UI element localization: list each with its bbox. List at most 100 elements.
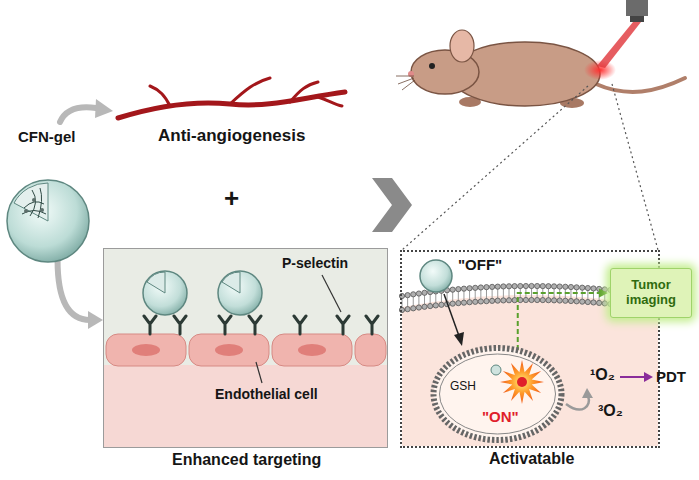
hydrogel-sphere: CFN-gel [3,128,91,268]
lipid-tail [486,289,487,299]
mouse-ear [450,30,474,62]
lipid-head [411,292,416,297]
lipid-tail [424,295,425,305]
endosome-shape [430,344,565,444]
oxygen-label: ¹O₂ [590,366,615,384]
lipid-head [456,287,461,292]
blood-vessel [118,92,345,118]
lipid-head [580,299,585,304]
lipid-head [568,298,573,303]
lipid-head [540,284,545,289]
nanoparticle [143,271,187,315]
lipid-head [478,299,483,304]
lipid-head [529,283,534,288]
lipid-head [467,300,472,305]
arrow-head [644,372,653,382]
pdt-arrow [620,376,645,378]
lipid-head [512,284,517,289]
endosome: GSH "ON" [430,344,565,444]
connector [58,260,103,329]
lipid-head [495,298,500,303]
lipid-head [495,284,500,289]
lipid-head [546,298,551,303]
gray-arrow [58,260,90,320]
leader-line [322,275,341,312]
sphere-cutaway [14,183,48,221]
lipid-tail [497,289,498,299]
laser-device [626,0,648,16]
lipid-head [563,284,568,289]
leader-line [256,362,262,383]
lipid-head [591,300,596,305]
arrow-head [599,289,608,298]
mouse-eye [429,63,435,69]
lipid-head [597,300,602,305]
lipid-tail [413,296,414,306]
lipid-tail [531,288,532,298]
lipid-tail [492,289,493,299]
zoom-line [612,84,658,250]
chevron-arrow [372,178,412,232]
lipid-head [501,284,506,289]
nanoparticle [218,271,262,315]
receptor-label: P-selectin [282,255,348,271]
sphere-shell [7,180,89,262]
panel-heading: Activatable [489,450,574,468]
targeting-panel: Enhanced targeting [103,248,388,448]
arrow-head [95,99,113,118]
lipid-head [551,284,556,289]
lipid-tail [576,289,577,299]
lipid-head [473,285,478,290]
state-label: "ON" [482,408,519,425]
arrow-head [582,388,593,398]
lipid-head [506,284,511,289]
plus-sign: + [224,184,239,214]
lipid-tail [418,296,419,306]
arrow-head [88,311,103,329]
lipid-head [416,291,421,296]
lipid-head [428,303,433,308]
lipid-head [405,307,410,312]
lipid-head [405,293,410,298]
lipid-head [490,298,495,303]
lipid-head [585,299,590,304]
laser-beam [597,22,641,68]
lipid-head [411,306,416,311]
uptake-arrow [444,294,459,336]
panel-heading: Enhanced targeting [172,451,321,469]
cell-nucleus [298,344,326,356]
lipid-tail [509,288,510,298]
lipid-head [450,287,455,292]
lipid-head [450,301,455,306]
cell-label: Endothelial cell [215,386,318,402]
vessel-branch [150,78,342,106]
arrow-head [454,332,464,346]
lipid-head [439,302,444,307]
gel-dot [40,208,44,212]
lipid-head [467,286,472,291]
lipid-head [580,285,585,290]
endothelial-cell [189,334,269,366]
gray-arrow [60,107,96,122]
gel-mesh [22,188,46,218]
node-title: CFN-gel [18,128,76,145]
lipid-head [574,285,579,290]
lipid-tail [480,289,481,299]
lipid-tail [475,290,476,300]
zoom-line [402,86,588,250]
lipid-head [535,297,540,302]
molecule-label: GSH [450,380,476,394]
lipid-head [484,285,489,290]
lipid-head [529,297,534,302]
lipid-head [563,298,568,303]
connector [518,289,608,351]
imaging-box: Tumor imaging [610,268,692,318]
lipid-head [422,290,427,295]
particle-cutaway [222,272,240,293]
lipid-head [433,303,438,308]
activation-burst [500,360,544,404]
lipid-tail [593,290,594,300]
particle-fragment [491,365,501,375]
particle-cutaway [147,272,165,293]
lipid-tail [441,293,442,303]
